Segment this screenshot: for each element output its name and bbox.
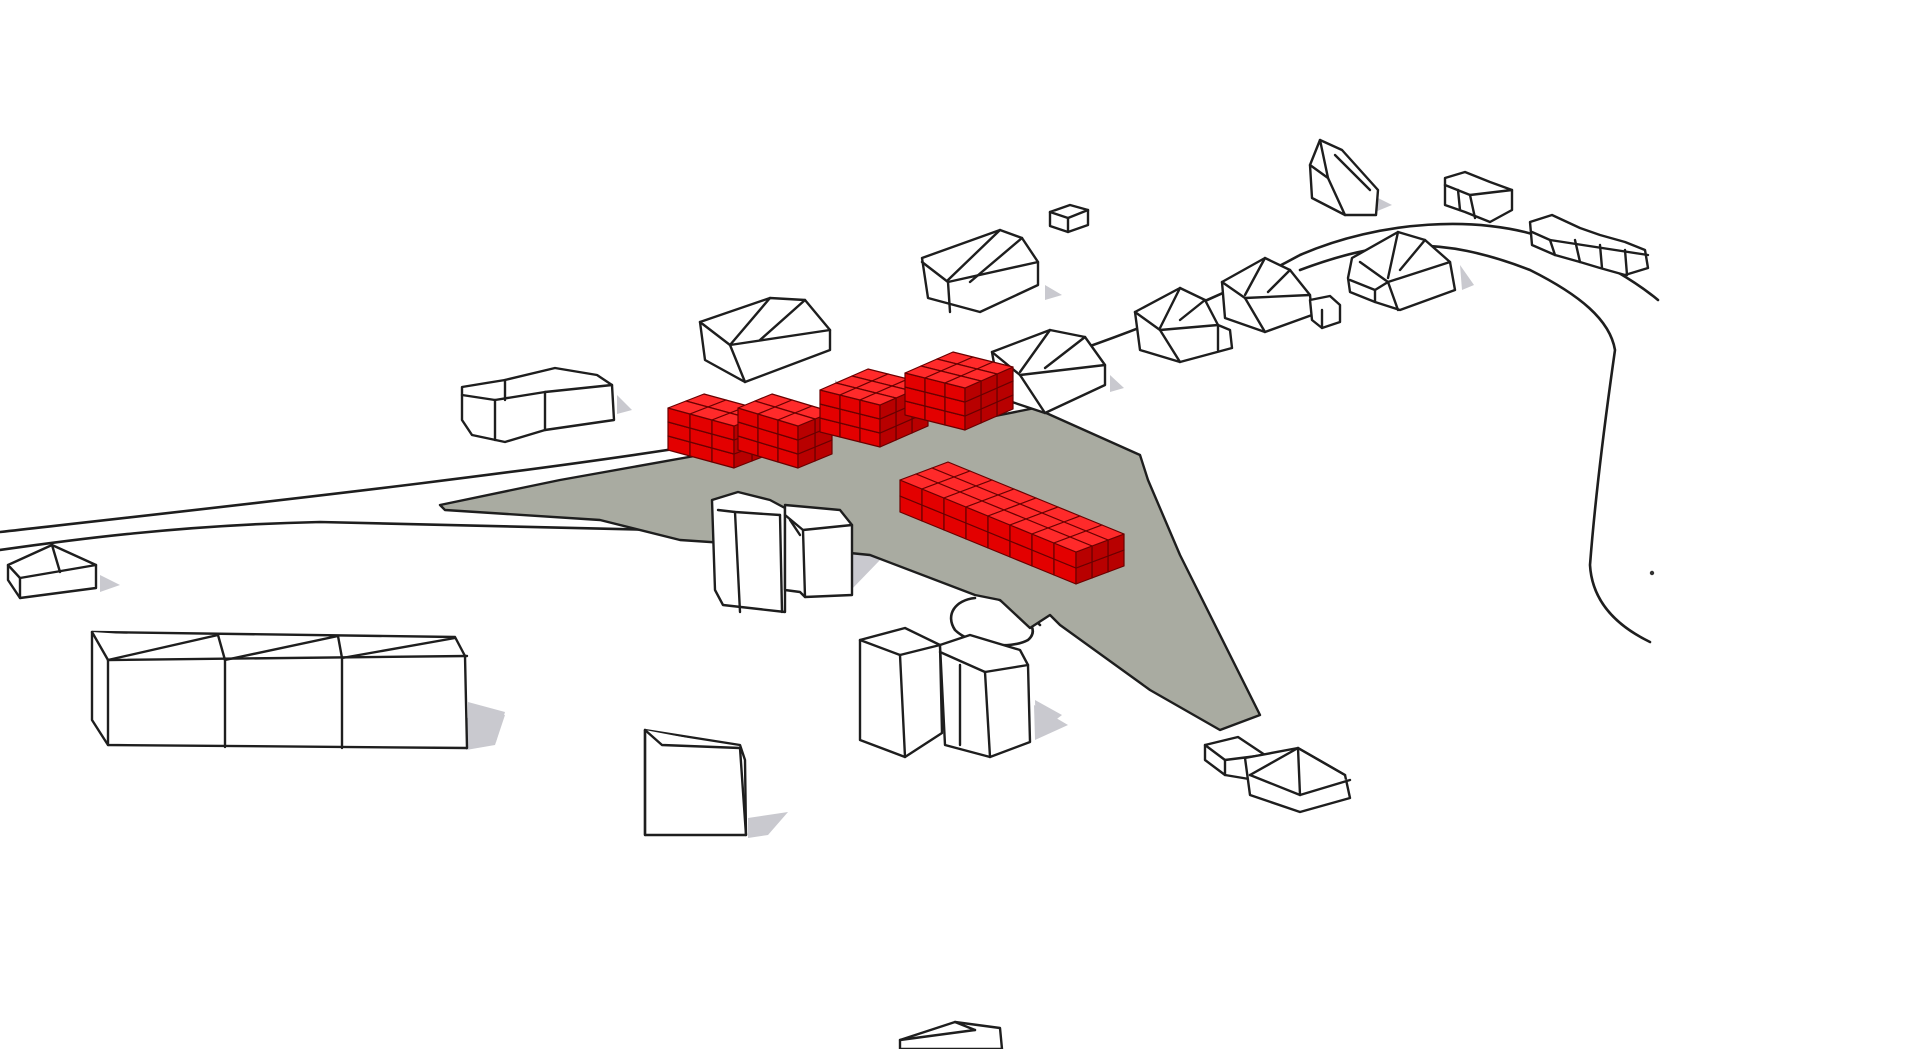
existing-buildings <box>6 138 1650 1049</box>
proposed-cluster-northwest <box>737 393 833 469</box>
proposed-cluster-north-center-block-26-roof <box>859 392 897 406</box>
existing-house-west-1 <box>6 543 98 600</box>
existing-shed-north <box>1048 203 1090 234</box>
existing-terrace-block <box>90 630 505 750</box>
existing-tower-south <box>643 728 748 837</box>
existing-house-north-2 <box>920 228 1040 314</box>
existing-apartment-pair-south <box>858 626 1062 759</box>
existing-house-north-5 <box>1220 256 1342 334</box>
existing-houses-southeast <box>1203 735 1352 814</box>
proposed-cluster-south <box>899 461 1125 585</box>
proposed-buildings <box>667 351 1125 585</box>
existing-house-north-7 <box>1308 138 1380 217</box>
existing-apartment-pair-center <box>710 490 854 614</box>
existing-block-northwest <box>460 366 616 444</box>
existing-house-north-1 <box>698 296 832 384</box>
secondary-road <box>1298 244 1652 644</box>
existing-terrace-northeast-2 <box>1528 213 1650 277</box>
proposed-cluster-northwest-block-17-roof <box>777 412 816 427</box>
proposed-cluster-northeast <box>904 351 1014 431</box>
proposed-cluster-northeast-block-26-roof <box>944 375 982 389</box>
existing-house-north-6 <box>1346 230 1457 312</box>
survey-dot <box>1649 570 1655 576</box>
proposed-cluster-south-block-47-roof <box>1053 536 1093 553</box>
existing-house-bottom-edge <box>898 1020 1004 1049</box>
existing-house-north-4 <box>1133 286 1234 364</box>
existing-terrace-northeast-1 <box>1443 170 1514 224</box>
